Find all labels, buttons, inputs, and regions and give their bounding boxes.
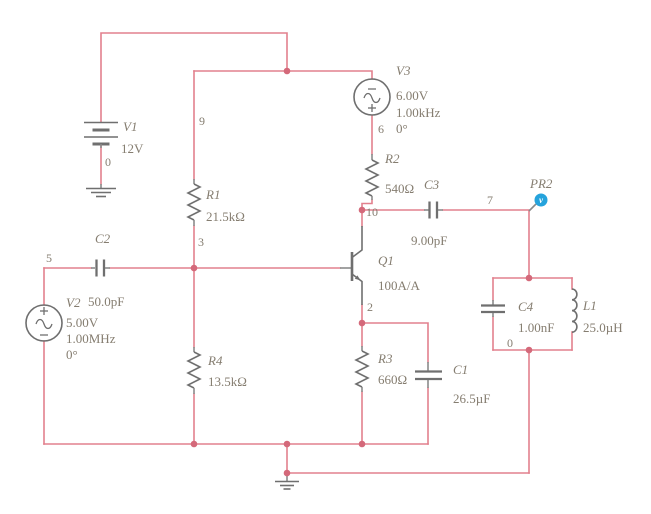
r4-body bbox=[186, 351, 202, 389]
v2-frequency-label: 1.00MHz bbox=[66, 331, 116, 346]
q1-collector bbox=[351, 226, 363, 259]
junction-ground-tee bbox=[283, 469, 291, 477]
node-label-6: 6 bbox=[378, 122, 384, 136]
pr2-voltage-icon bbox=[534, 193, 548, 207]
battery-v1[interactable]: V1 12V bbox=[84, 119, 144, 156]
ground-main[interactable] bbox=[275, 473, 299, 490]
wire-output[interactable] bbox=[442, 209, 530, 279]
v3-circle bbox=[353, 78, 391, 116]
node-label-10: 10 bbox=[366, 205, 378, 219]
wire-top-rail[interactable] bbox=[193, 70, 373, 80]
junction-dots bbox=[190, 67, 533, 477]
source-v2[interactable]: V2 5.00V 1.00MHz 0° bbox=[25, 295, 116, 362]
v2-phase-label: 0° bbox=[66, 347, 78, 362]
r1-ref-label: R1 bbox=[205, 187, 220, 202]
source-v3[interactable]: V3 6.00V 1.00kHz 0° bbox=[353, 63, 441, 136]
r2-body bbox=[364, 159, 380, 197]
c1-value-label: 26.5µF bbox=[453, 391, 490, 406]
r2-value-label: 540Ω bbox=[385, 181, 414, 196]
pr2-ref-label: PR2 bbox=[529, 176, 553, 191]
q1-emitter-arrow bbox=[354, 275, 361, 281]
junction-r4-bottom bbox=[190, 440, 198, 448]
node-label-3: 3 bbox=[198, 235, 204, 249]
v3-phase-label: 0° bbox=[396, 121, 408, 136]
wire-v1-top-rail[interactable] bbox=[100, 32, 288, 123]
r1-value-label: 21.5kΩ bbox=[206, 209, 245, 224]
pr2-unit-label: v bbox=[539, 195, 544, 205]
v2-ref-label: V2 bbox=[66, 295, 81, 310]
inductor-l1[interactable]: L1 25.0µH bbox=[571, 288, 623, 335]
c2-ref-label: C2 bbox=[95, 231, 111, 246]
r2-ref-label: R2 bbox=[384, 151, 400, 166]
capacitor-c1[interactable]: C1 26.5µF bbox=[415, 362, 490, 406]
q1-value-label: 100A/A bbox=[378, 278, 421, 293]
l1-ref-label: L1 bbox=[582, 298, 597, 313]
junction-node10 bbox=[358, 206, 366, 214]
v1-ref-label: V1 bbox=[123, 119, 137, 134]
junction-tank-bottom bbox=[525, 346, 533, 354]
v3-ref-label: V3 bbox=[396, 63, 411, 78]
resistor-r2[interactable]: R2 540Ω bbox=[364, 151, 414, 200]
v2-plus-sign bbox=[40, 307, 48, 315]
capacitor-c3[interactable]: C3 9.00pF bbox=[411, 177, 447, 248]
v2-voltage-label: 5.00V bbox=[66, 315, 99, 330]
r1-body bbox=[186, 183, 202, 221]
l1-value-label: 25.0µH bbox=[583, 320, 623, 335]
c3-ref-label: C3 bbox=[424, 177, 440, 192]
v2-circle bbox=[25, 304, 63, 342]
capacitor-c2[interactable]: C2 50.0pF bbox=[88, 231, 124, 309]
junction-node3 bbox=[190, 264, 198, 272]
junction-top-rail bbox=[283, 67, 291, 75]
ground-v1[interactable] bbox=[86, 184, 116, 198]
v3-plus-sign bbox=[368, 104, 376, 112]
node-label-5: 5 bbox=[46, 251, 52, 265]
c1-ref-label: C1 bbox=[453, 362, 468, 377]
l1-coil bbox=[571, 288, 578, 333]
resistor-r4[interactable]: R4 13.5kΩ bbox=[186, 347, 247, 394]
node-label-0-v1: 0 bbox=[105, 155, 111, 169]
v2-sine-symbol bbox=[35, 318, 53, 330]
junction-tank-top bbox=[525, 274, 533, 282]
q1-ref-label: Q1 bbox=[378, 253, 394, 268]
junction-ground-top bbox=[283, 440, 291, 448]
transistor-q1[interactable]: Q1 100A/A bbox=[340, 226, 421, 305]
resistor-r3[interactable]: R3 660Ω bbox=[354, 346, 407, 392]
wires bbox=[43, 32, 573, 474]
r3-ref-label: R3 bbox=[377, 351, 393, 366]
node-labels: 9 3 5 6 10 7 2 0 bbox=[46, 114, 513, 350]
v3-sine-symbol bbox=[363, 92, 381, 104]
r3-value-label: 660Ω bbox=[378, 372, 407, 387]
resistor-r1[interactable]: R1 21.5kΩ bbox=[186, 179, 245, 226]
c3-value-label: 9.00pF bbox=[411, 233, 447, 248]
r3-body bbox=[354, 350, 370, 388]
node-label-9: 9 bbox=[199, 114, 205, 128]
r4-value-label: 13.5kΩ bbox=[208, 374, 247, 389]
c4-ref-label: C4 bbox=[518, 299, 534, 314]
r4-ref-label: R4 bbox=[207, 353, 223, 368]
c4-value-label: 1.00nF bbox=[518, 320, 554, 335]
node-label-2: 2 bbox=[367, 300, 373, 314]
v3-frequency-label: 1.00kHz bbox=[396, 105, 441, 120]
junction-r3-bottom bbox=[358, 440, 366, 448]
c2-value-label: 50.0pF bbox=[88, 294, 124, 309]
node-label-7: 7 bbox=[487, 193, 493, 207]
v3-voltage-label: 6.00V bbox=[396, 88, 429, 103]
junction-node2 bbox=[358, 319, 366, 327]
v1-value-label: 12V bbox=[121, 141, 144, 156]
probe-pr2[interactable]: v PR2 bbox=[528, 176, 553, 212]
q1-emitter bbox=[351, 273, 363, 305]
node-label-0-tank: 0 bbox=[507, 336, 513, 350]
pr2-pointer bbox=[528, 203, 537, 212]
wire-c1-top[interactable] bbox=[361, 322, 429, 363]
capacitor-c4[interactable]: C4 1.00nF bbox=[481, 299, 554, 335]
